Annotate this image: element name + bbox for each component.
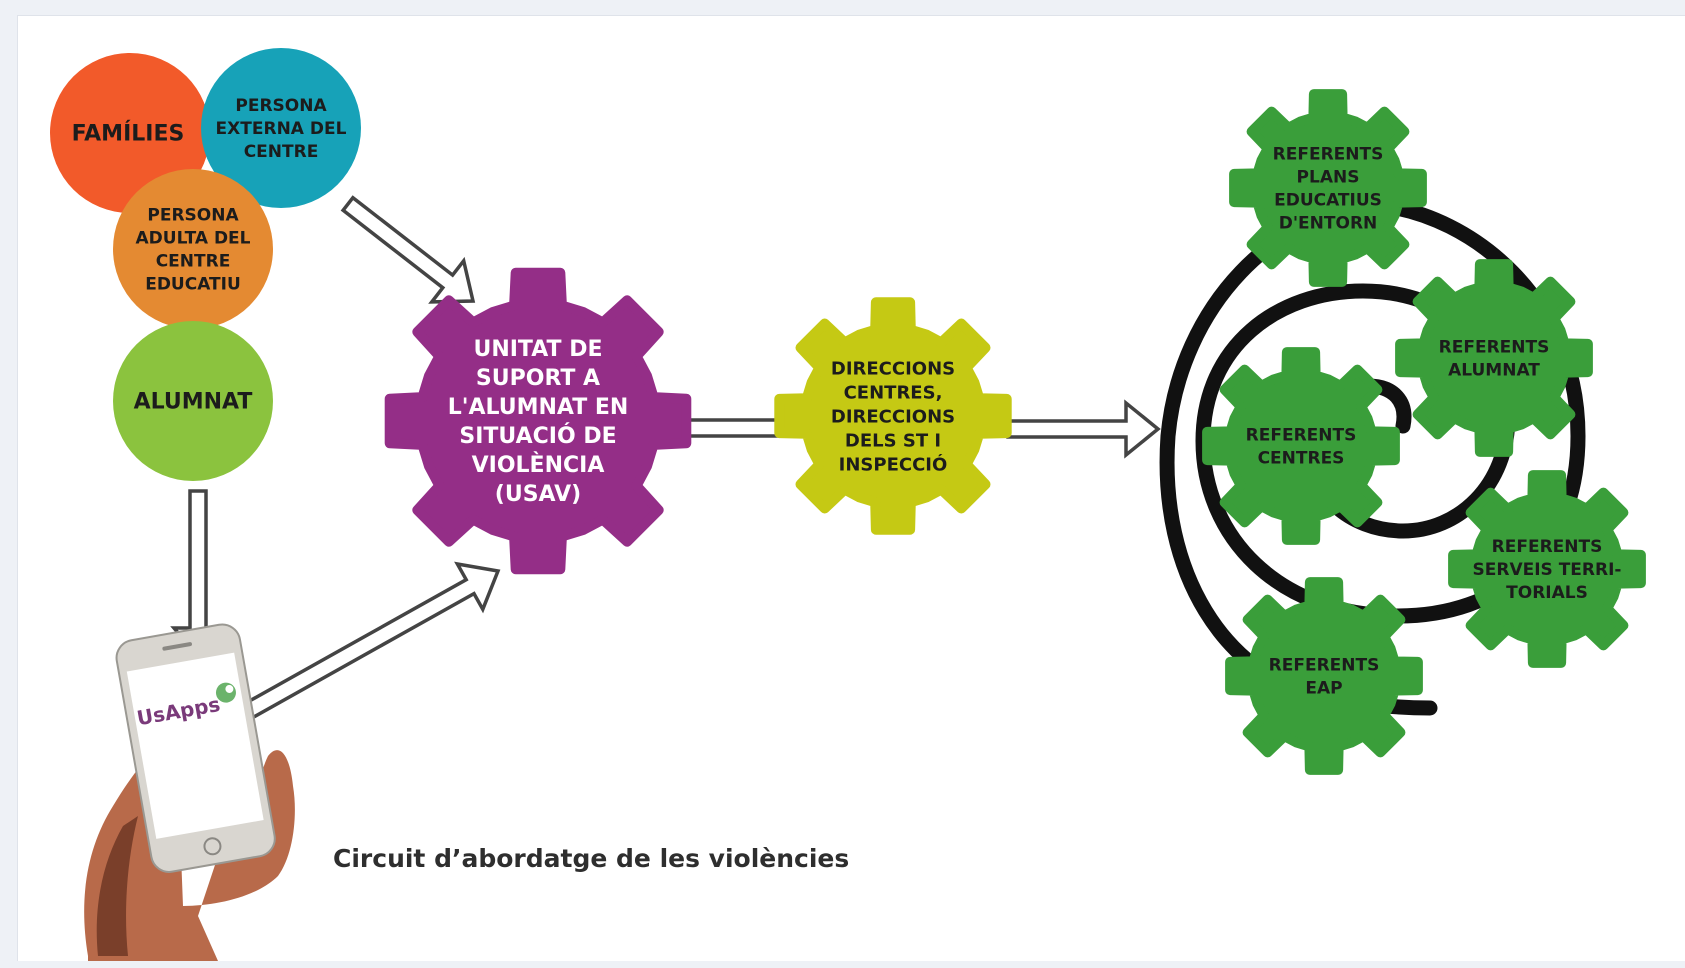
hand-shadow — [96, 816, 138, 956]
students-label: ALUMNAT — [134, 390, 253, 415]
referents-eap-gear: REFERENTS EAP — [1225, 577, 1423, 775]
source-external-person: PERSONA EXTERNA DEL CENTRE — [201, 48, 361, 208]
gear-icon — [774, 297, 1012, 535]
external-person-circle — [201, 48, 361, 208]
label-line: PERSONA — [235, 96, 327, 116]
referents-plans-gear-label: REFERENTS PLANS EDUCATIUS D'ENTORN — [1273, 144, 1384, 233]
gear-icon — [1229, 89, 1427, 287]
violence-circuit-diagram: FAMÍLIES PERSONA EXTERNA DEL CENTRE PERSON… — [50, 48, 1646, 961]
label-line: D'ENTORN — [1279, 213, 1378, 233]
students-circle — [113, 321, 273, 481]
gears: UNITAT DE SUPORT A L'ALUMNAT EN SITUACIÓ DE… — [384, 89, 1646, 775]
gear-icon — [1225, 577, 1423, 775]
label-line: EDUCATIUS — [1274, 190, 1382, 210]
label-line: (USAV) — [495, 482, 581, 507]
usav-gear-label: UNITAT DE SUPORT A L'ALUMNAT EN SITUACIÓ DE… — [448, 337, 629, 507]
external-person-label: PERSONA EXTERNA DEL CENTRE — [216, 96, 347, 162]
label-line: CENTRES — [1258, 448, 1345, 468]
label-line: ALUMNAT — [1448, 360, 1540, 380]
source-students: ALUMNAT — [113, 321, 273, 481]
arrow-directions-to-referents — [1006, 399, 1161, 459]
label-line: SUPORT A — [476, 366, 600, 391]
families-label: FAMÍLIES — [72, 121, 185, 147]
referents-alumnat-gear-label: REFERENTS ALUMNAT — [1439, 337, 1550, 380]
smartphone-icon: UsApps — [115, 623, 276, 873]
arrow-phone-to-usav — [241, 561, 501, 721]
label-line: UNITAT DE — [473, 337, 602, 362]
label-line: REFERENTS — [1246, 425, 1357, 445]
diagram-frame: FAMÍLIES PERSONA EXTERNA DEL CENTRE PERSON… — [17, 15, 1685, 961]
adult-person-label: PERSONA ADULTA DEL CENTRE EDUCATIU — [136, 205, 251, 294]
label-line: TORIALS — [1506, 583, 1588, 603]
phone-home-button — [203, 837, 222, 856]
label-line: SITUACIÓ DE — [459, 423, 616, 449]
source-adult-person: PERSONA ADULTA DEL CENTRE EDUCATIU — [113, 169, 273, 329]
referents-centres-gear-label: REFERENTS CENTRES — [1246, 425, 1357, 468]
label-line: REFERENTS — [1273, 144, 1384, 164]
adult-person-circle — [113, 169, 273, 329]
usav-gear: UNITAT DE SUPORT A L'ALUMNAT EN SITUACIÓ DE… — [384, 267, 692, 575]
app-logo-dot — [225, 684, 234, 693]
label-line: DIRECCIONS — [831, 406, 955, 427]
label-line: CENTRES, — [844, 382, 943, 403]
referents-plans-gear: REFERENTS PLANS EDUCATIUS D'ENTORN — [1229, 89, 1427, 287]
referents-serveis-gear: REFERENTS SERVEIS TERRI- TORIALS — [1448, 470, 1646, 668]
label-line: CENTRE — [244, 142, 319, 162]
label-line: SERVEIS TERRI- — [1473, 560, 1622, 580]
label-line: INSPECCIÓ — [839, 453, 948, 475]
label-line: EXTERNA DEL — [216, 119, 347, 139]
phone-speaker — [162, 642, 193, 651]
diagram-caption: Circuit d’abordatge de les violències — [333, 844, 850, 873]
label-line: REFERENTS — [1269, 655, 1380, 675]
label-line: FAMÍLIES — [72, 121, 185, 147]
referents-alumnat-gear: REFERENTS ALUMNAT — [1395, 259, 1593, 457]
label-line: VIOLÈNCIA — [472, 452, 605, 478]
label-line: EDUCATIU — [145, 274, 241, 294]
label-line: EAP — [1305, 678, 1342, 698]
referents-eap-gear-label: REFERENTS EAP — [1269, 655, 1380, 698]
label-line: ADULTA DEL — [136, 228, 251, 248]
arrow-sources-to-usav — [340, 195, 476, 304]
label-line: PLANS — [1297, 167, 1360, 187]
arrows — [170, 195, 1161, 721]
label-line: REFERENTS — [1492, 537, 1603, 557]
phone-illustration: UsApps — [84, 623, 295, 961]
referents-centres-gear: REFERENTS CENTRES — [1202, 347, 1400, 545]
gear-icon — [1395, 259, 1593, 457]
gear-icon — [384, 267, 692, 575]
gear-icon — [1202, 347, 1400, 545]
label-line: DELS ST I — [845, 430, 941, 451]
label-line: ALUMNAT — [134, 390, 253, 415]
gear-icon — [1448, 470, 1646, 668]
referents-serveis-gear-label: REFERENTS SERVEIS TERRI- TORIALS — [1473, 537, 1622, 603]
label-line: PERSONA — [147, 205, 239, 225]
label-line: L'ALUMNAT EN — [448, 395, 629, 420]
label-line: CENTRE — [156, 251, 231, 271]
hand-holding-phone-icon — [84, 746, 295, 961]
label-line: REFERENTS — [1439, 337, 1550, 357]
label-line: DIRECCIONS — [831, 358, 955, 379]
